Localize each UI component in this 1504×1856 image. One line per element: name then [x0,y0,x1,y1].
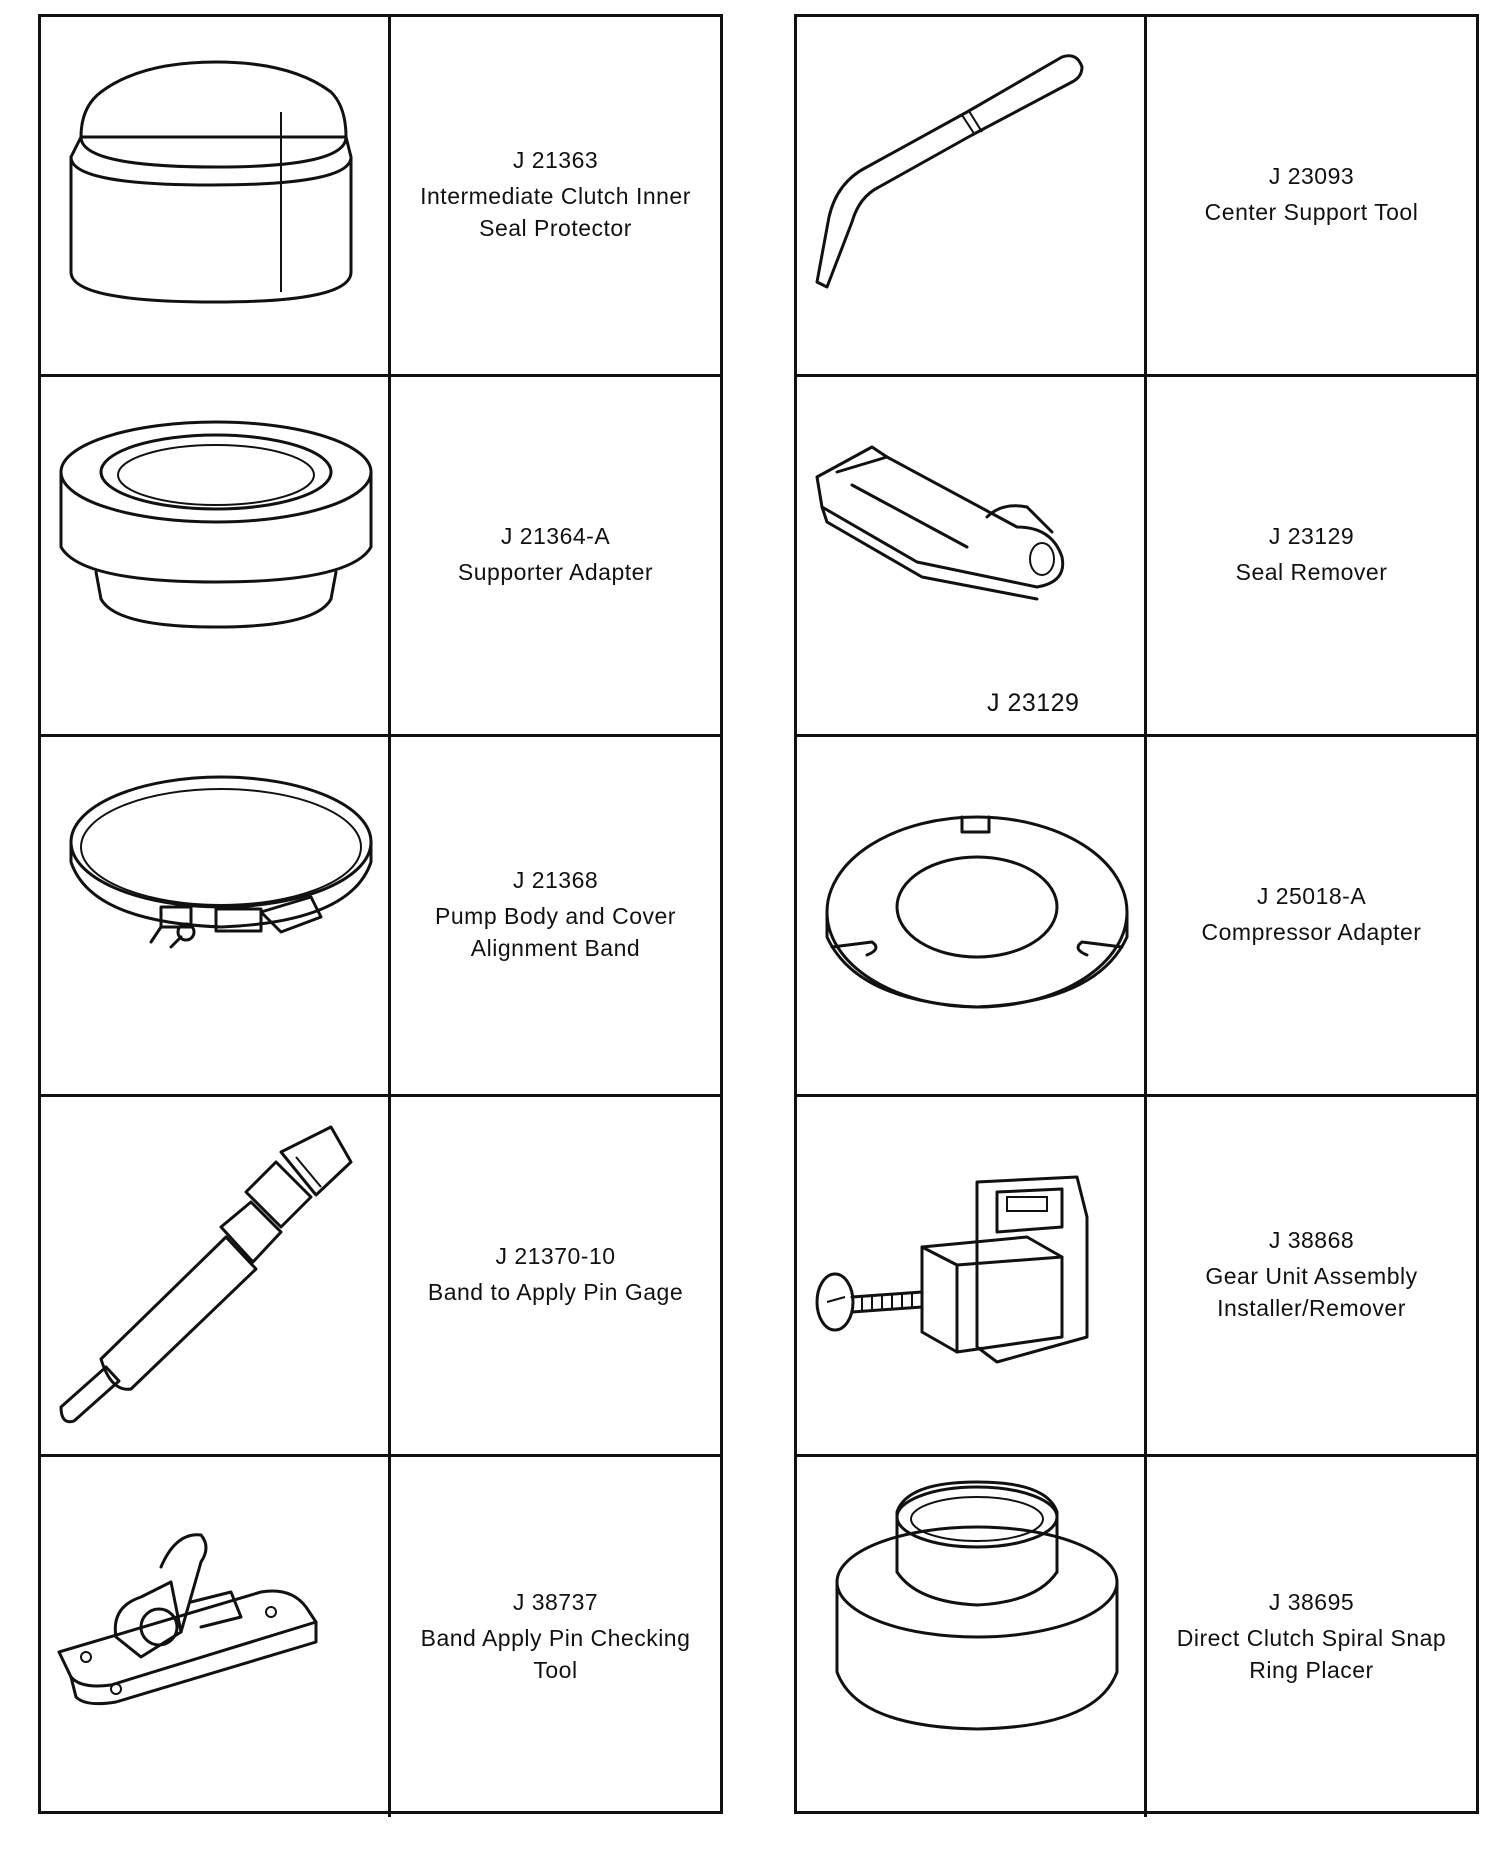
tool-row: J 38868 Gear Unit Assembly Installer/Rem… [797,1097,1476,1457]
tool-name: Gear Unit Assembly Installer/Remover [1205,1263,1418,1321]
tool-image-cell [797,737,1147,1094]
tool-number: J 21364-A [500,523,611,549]
tool-table-right: J 23093 Center Support Tool J 23129 J 23… [794,14,1479,1817]
tool-text-cell: J 38737 Band Apply Pin Checking Tool [391,1457,720,1817]
tool-image-cell [41,737,391,1094]
snap-ring-placer-icon [835,1480,1119,1731]
tool-text-cell: J 21370-10 Band to Apply Pin Gage [391,1097,720,1454]
tool-row: J 21364-A Supporter Adapter [41,377,720,737]
tool-number: J 25018-A [1256,883,1367,909]
alignment-band-icon [69,775,373,949]
tool-name: Direct Clutch Spiral Snap Ring Placer [1176,1624,1447,1683]
tool-row: J 23129 J 23129 Seal Remover [797,377,1476,737]
tool-text-cell: J 38868 Gear Unit Assembly Installer/Rem… [1147,1097,1476,1454]
tool-name: Center Support Tool [1204,199,1419,225]
supporter-adapter-icon [59,420,373,629]
tool-number: J 38695 [1268,1588,1355,1615]
tool-number: J 23093 [1268,163,1355,189]
tool-name: Intermediate Clutch Inner Seal Protector [420,183,691,241]
tool-image-cell [41,1457,391,1817]
tool-name: Pump Body and Cover Alignment Band [435,903,676,961]
tool-number: J 21368 [512,867,599,893]
figure-label: J 23129 [987,689,1080,717]
tool-number: J 23129 [1268,523,1355,549]
tool-text-cell: J 21363 Intermediate Clutch Inner Seal P… [391,17,720,374]
tool-row: J 21370-10 Band to Apply Pin Gage [41,1097,720,1457]
tool-table-left: J 21363 Intermediate Clutch Inner Seal P… [38,14,723,1817]
tool-text-cell: J 21364-A Supporter Adapter [391,377,720,734]
gear-unit-installer-icon [815,1175,1089,1364]
tool-name: Supporter Adapter [457,559,654,585]
tool-image-cell [797,17,1147,374]
tool-number: J 21370-10 [495,1243,616,1269]
tool-row: J 38737 Band Apply Pin Checking Tool [41,1457,720,1817]
tool-image-cell [797,1097,1147,1454]
tool-number: J 38737 [512,1588,599,1615]
tool-name: Band to Apply Pin Gage [427,1279,684,1305]
tool-image-cell [797,1457,1147,1817]
tool-image-cell [41,377,391,734]
pin-checking-tool-icon [57,1533,318,1706]
tool-name: Band Apply Pin Checking Tool [420,1624,691,1683]
tool-text-cell: J 25018-A Compressor Adapter [1147,737,1476,1094]
compressor-adapter-icon [825,815,1129,1009]
tool-image-cell [41,17,391,374]
tool-text-cell: J 21368 Pump Body and Cover Alignment Ba… [391,737,720,1094]
tool-name: Seal Remover [1235,559,1388,585]
tool-row: J 38695 Direct Clutch Spiral Snap Ring P… [797,1457,1476,1817]
tool-row: J 21363 Intermediate Clutch Inner Seal P… [41,17,720,377]
seal-remover-icon [815,445,1065,601]
tool-row: J 25018-A Compressor Adapter [797,737,1476,1097]
tool-number: J 38868 [1268,1227,1355,1253]
pin-gage-icon [59,1125,353,1424]
tool-text-cell: J 23129 Seal Remover [1147,377,1476,734]
tool-text-cell: J 23093 Center Support Tool [1147,17,1476,374]
tool-image-cell [41,1097,391,1454]
tool-row: J 23093 Center Support Tool [797,17,1476,377]
tool-text-cell: J 38695 Direct Clutch Spiral Snap Ring P… [1147,1457,1476,1817]
tool-image-cell: J 23129 [797,377,1147,734]
tool-name: Compressor Adapter [1201,919,1422,945]
seal-protector-icon [69,60,353,304]
tool-number: J 21363 [512,147,599,173]
tool-row: J 21368 Pump Body and Cover Alignment Ba… [41,737,720,1097]
center-support-tool-icon [815,54,1084,289]
